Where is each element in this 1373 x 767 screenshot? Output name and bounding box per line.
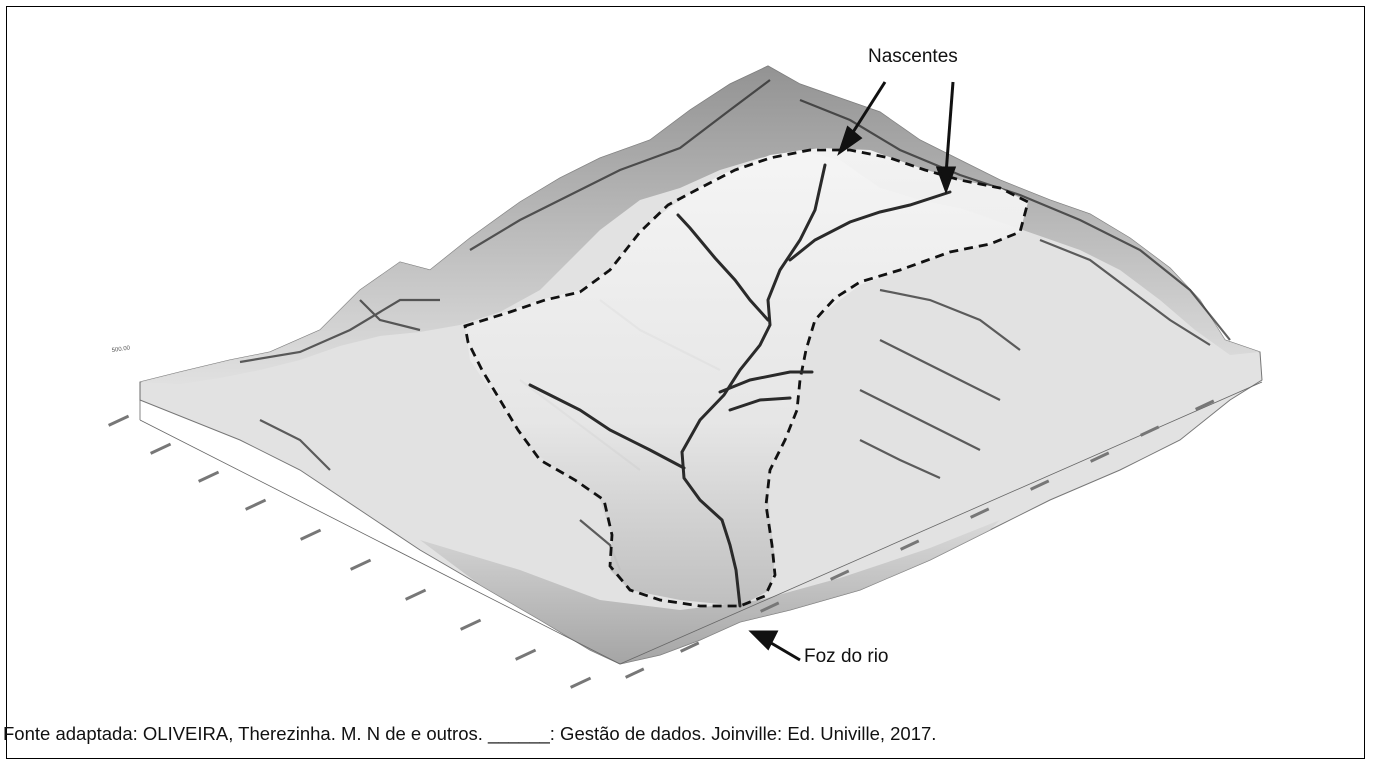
- foz-do-rio-label: Foz do rio: [804, 646, 888, 668]
- z-axis-label: 500.00: [111, 345, 131, 354]
- source-caption: Fonte adaptada: OLIVEIRA, Therezinha. M.…: [3, 723, 936, 745]
- foz-arrow: [752, 632, 800, 660]
- nascentes-label: Nascentes: [868, 46, 958, 68]
